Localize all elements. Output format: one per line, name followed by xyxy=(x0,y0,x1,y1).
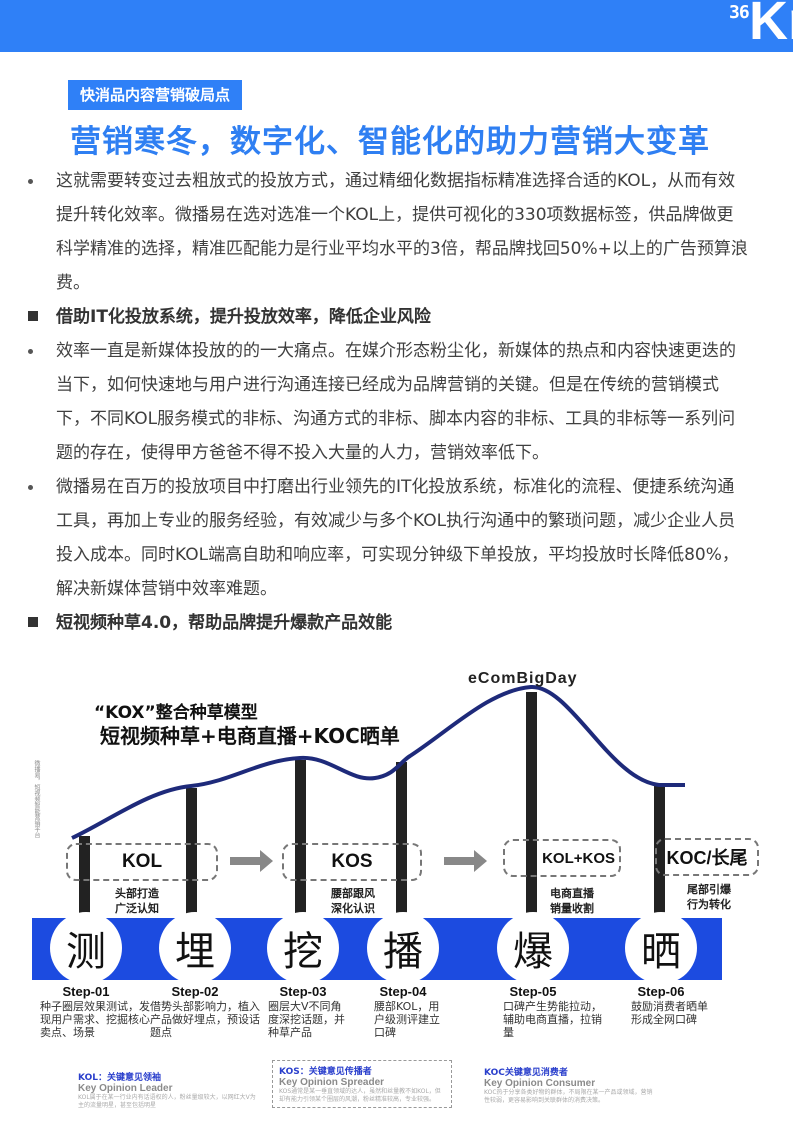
36kr-logo: 36 Kr xyxy=(693,0,793,52)
step-desc: 借势头部影响力，植入产品做好埋点，预设话题点 xyxy=(150,1000,260,1039)
step-desc: 圈层大V不同角度深挖话题，并种草产品 xyxy=(268,1000,345,1039)
diagram-graphics xyxy=(71,684,685,918)
stage-bar xyxy=(186,788,197,918)
arrow-right-icon xyxy=(230,850,273,872)
step-desc: 种子圈层效果测试，发现用户需求、挖掘核心卖点、场景 xyxy=(40,1000,150,1039)
model-subtitle: 短视频种草+电商直播+KOC晒单 xyxy=(100,724,400,748)
kox-model-diagram: 微播易，短视频智能营销平台 “KOX”整合种草模型 短视频种草+电商直播+KOC… xyxy=(0,660,793,1122)
kol-box-sub: 头部打造 广泛认知 xyxy=(115,887,159,915)
step-circle-explode: 爆 xyxy=(497,912,569,984)
body-text: 这就需要转变过去粗放式的投放方式，通过精细化数据指标精准选择合适的KOL，从而有… xyxy=(28,164,748,640)
stage-bar xyxy=(396,762,407,918)
page-title: 营销寒冬，数字化、智能化的助力营销大变革 xyxy=(70,124,710,160)
peak-label: eComBigDay xyxy=(468,670,578,687)
box-label: KOL+KOS xyxy=(542,849,615,867)
step-circle-broadcast: 播 xyxy=(367,912,439,984)
model-title: “KOX”整合种草模型 xyxy=(94,703,258,723)
legend-kol: KOL：关键意见领袖 Key Opinion Leader KOL属于在某一行业… xyxy=(78,1073,256,1109)
section-tag: 快消品内容营销破局点 xyxy=(68,80,243,110)
stage-bar xyxy=(79,836,90,918)
side-note: 微播易，短视频智能营销平台 xyxy=(33,760,40,838)
header-bar: 36 Kr xyxy=(0,0,793,52)
paragraph-1: 这就需要转变过去粗放式的投放方式，通过精细化数据指标精准选择合适的KOL，从而有… xyxy=(28,164,748,300)
stage-bar xyxy=(654,785,665,918)
paragraph-text: 微播易在百万的投放项目中打磨出行业领先的IT化投放系统，标准化的流程、便捷系统沟… xyxy=(56,477,739,599)
step-desc: 鼓励消费者晒单形成全网口碑 xyxy=(631,1000,708,1026)
step-circle-dig: 挖 xyxy=(267,912,339,984)
koc-box-sub: 尾部引爆 行为转化 xyxy=(687,883,731,911)
paragraph-text: 这就需要转变过去粗放式的投放方式，通过精细化数据指标精准选择合适的KOL，从而有… xyxy=(56,171,748,293)
legend-kos: KOS：关键意见传播者 Key Opinion Spreader KOS通常是某… xyxy=(272,1060,452,1108)
step-label: Step-02 xyxy=(171,984,219,999)
heading-text: 借助IT化投放系统，提升投放效率，降低企业风险 xyxy=(56,307,431,327)
stage-bar xyxy=(295,760,306,918)
paragraph-2: 效率一直是新媒体投放的的一大痛点。在媒介形态粉尘化，新媒体的热点和内容快速更迭的… xyxy=(28,334,748,470)
step-circle-share: 晒 xyxy=(625,912,697,984)
section-heading-short-video: 短视频种草4.0，帮助品牌提升爆款产品效能 xyxy=(28,606,748,640)
box-label: KOS xyxy=(331,851,373,872)
kol-kos-box-sub: 电商直播 销量收割 xyxy=(550,887,594,915)
stage-bar xyxy=(526,692,537,918)
step-circle-test: 测 xyxy=(50,912,122,984)
step-desc: 口碑产生势能拉动，辅助电商直播，拉销量 xyxy=(503,1000,602,1039)
box-label: KOL xyxy=(121,851,163,872)
step-label: Step-01 xyxy=(62,984,110,999)
heading-text: 短视频种草4.0，帮助品牌提升爆款产品效能 xyxy=(56,613,393,633)
box-label: KOC/长尾 xyxy=(666,848,748,868)
legend-koc: KOC关键意见消费者 Key Opinion Consumer KOC热于分享各… xyxy=(484,1068,653,1104)
arrow-right-icon xyxy=(444,850,487,872)
koc-box: KOC/长尾 xyxy=(655,838,759,876)
step-label: Step-06 xyxy=(637,984,685,999)
logo-number: 36 xyxy=(729,2,750,23)
section-heading-it-system: 借助IT化投放系统，提升投放效率，降低企业风险 xyxy=(28,300,748,334)
step-circle-embed: 埋 xyxy=(159,912,231,984)
step-desc: 腰部KOL，用户级测评建立口碑 xyxy=(374,1000,440,1039)
logo-letters: Kr xyxy=(749,0,793,51)
step-label: Step-05 xyxy=(509,984,557,999)
kol-kos-box: KOL+KOS xyxy=(503,839,621,877)
kos-box-sub: 腰部跟风 深化认识 xyxy=(331,887,375,915)
step-label: Step-04 xyxy=(379,984,427,999)
kos-box: KOS xyxy=(282,843,422,881)
kol-box: KOL xyxy=(66,843,218,881)
paragraph-text: 效率一直是新媒体投放的的一大痛点。在媒介形态粉尘化，新媒体的热点和内容快速更迭的… xyxy=(56,341,736,463)
paragraph-3: 微播易在百万的投放项目中打磨出行业领先的IT化投放系统，标准化的流程、便捷系统沟… xyxy=(28,470,748,606)
step-label: Step-03 xyxy=(279,984,327,999)
growth-curve xyxy=(71,684,685,840)
